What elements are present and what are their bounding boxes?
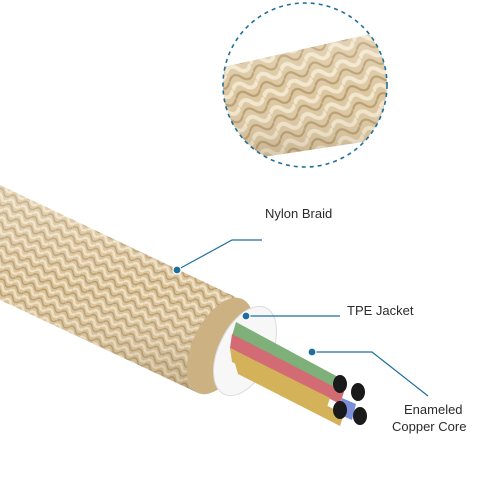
wire-tip <box>351 383 365 401</box>
leader-nylon-braid <box>176 239 262 271</box>
label-nylon-braid: Nylon Braid <box>265 206 333 221</box>
label-copper-core: Copper Core <box>392 419 467 434</box>
copper-wires <box>230 322 367 426</box>
leader-lines <box>172 239 429 397</box>
label-tpe-jacket: TPE Jacket <box>347 303 414 318</box>
wire-tip <box>353 407 367 425</box>
wire-tip <box>333 375 347 393</box>
braid-magnifier <box>222 2 388 168</box>
label-enameled: Enameled <box>404 402 463 417</box>
wire-tip <box>333 401 347 419</box>
leader-copper-core <box>312 351 429 397</box>
